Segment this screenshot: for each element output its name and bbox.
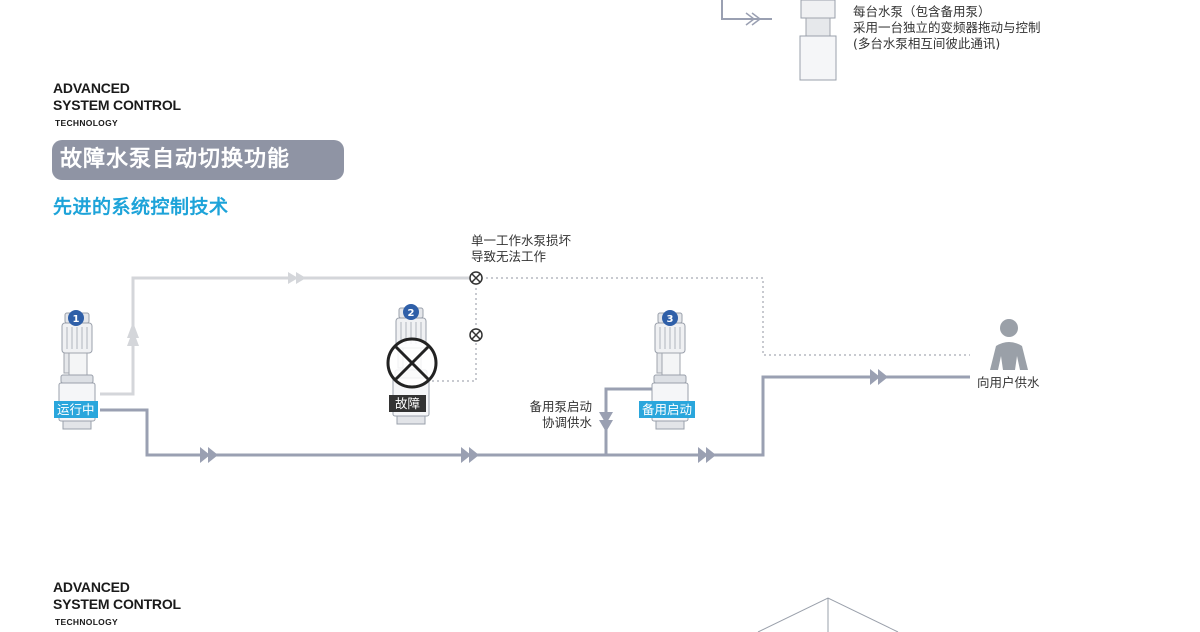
pipe-active-main [100, 375, 970, 457]
pipe-failed-dotted [476, 277, 970, 356]
pipe-active-arrow-4 [870, 369, 888, 385]
backup-note: 备用泵启动 协调供水 [524, 399, 592, 431]
brand2-line-3: TECHNOLOGY [55, 617, 118, 627]
pipe-inactive-arrow-right [288, 272, 306, 284]
pipe-active-arrow-3 [698, 447, 716, 463]
section-subtitle: 先进的系统控制技术 [53, 196, 229, 218]
top-pump-icon [799, 0, 837, 81]
top-pipe [721, 0, 772, 20]
brand-line-3: TECHNOLOGY [55, 118, 118, 128]
bottom-partial-box [757, 597, 899, 632]
top-note-line-3: (多台水泵相互间彼此通讯) [853, 36, 1001, 51]
fault-note: 单一工作水泵损坏 导致无法工作 [471, 233, 571, 265]
pump-2-badge: 2 [403, 304, 419, 320]
pump-2-status: 故障 [389, 395, 427, 412]
valve-closed-icon [469, 271, 483, 285]
pump-2-number: 2 [408, 308, 415, 319]
brand-line-2: SYSTEM CONTROL [53, 97, 181, 113]
fault-note-line-2: 导致无法工作 [471, 249, 547, 264]
user-icon [990, 319, 1028, 370]
top-note-line-1: 每台水泵（包含备用泵） [853, 4, 991, 19]
pipe-inactive-arrow-up [127, 322, 139, 346]
brand-line-1: ADVANCED [53, 80, 130, 96]
fault-note-line-1: 单一工作水泵损坏 [471, 233, 572, 248]
pipe-active-arrow-2 [461, 447, 479, 463]
backup-note-line-2: 协调供水 [541, 415, 592, 430]
top-pipe-arrow [745, 12, 762, 26]
top-note-line-2: 采用一台独立的变频器拖动与控制 [853, 20, 1041, 35]
valve-closed-icon [469, 328, 483, 342]
pump-3-badge: 3 [662, 310, 678, 326]
brand2-line-1: ADVANCED [53, 579, 130, 595]
top-note: 每台水泵（包含备用泵） 采用一台独立的变频器拖动与控制 (多台水泵相互间彼此通讯… [853, 4, 1041, 52]
pump-3-number: 3 [667, 314, 674, 325]
section-title: 故障水泵自动切换功能 [52, 140, 344, 180]
pipe-active-pump3 [604, 387, 656, 455]
pipe-active-arrow-1 [200, 447, 218, 463]
pipe-active-arrow-down [599, 412, 613, 432]
brand2-line-2: SYSTEM CONTROL [53, 596, 181, 612]
pump-1-number: 1 [73, 314, 80, 325]
backup-note-line-1: 备用泵启动 [529, 399, 592, 414]
pump-1-status: 运行中 [54, 401, 98, 418]
pump-3-status: 备用启动 [639, 401, 696, 418]
pump-1-badge: 1 [68, 310, 84, 326]
fault-x-icon [386, 337, 438, 389]
user-label: 向用户供水 [977, 375, 1040, 390]
